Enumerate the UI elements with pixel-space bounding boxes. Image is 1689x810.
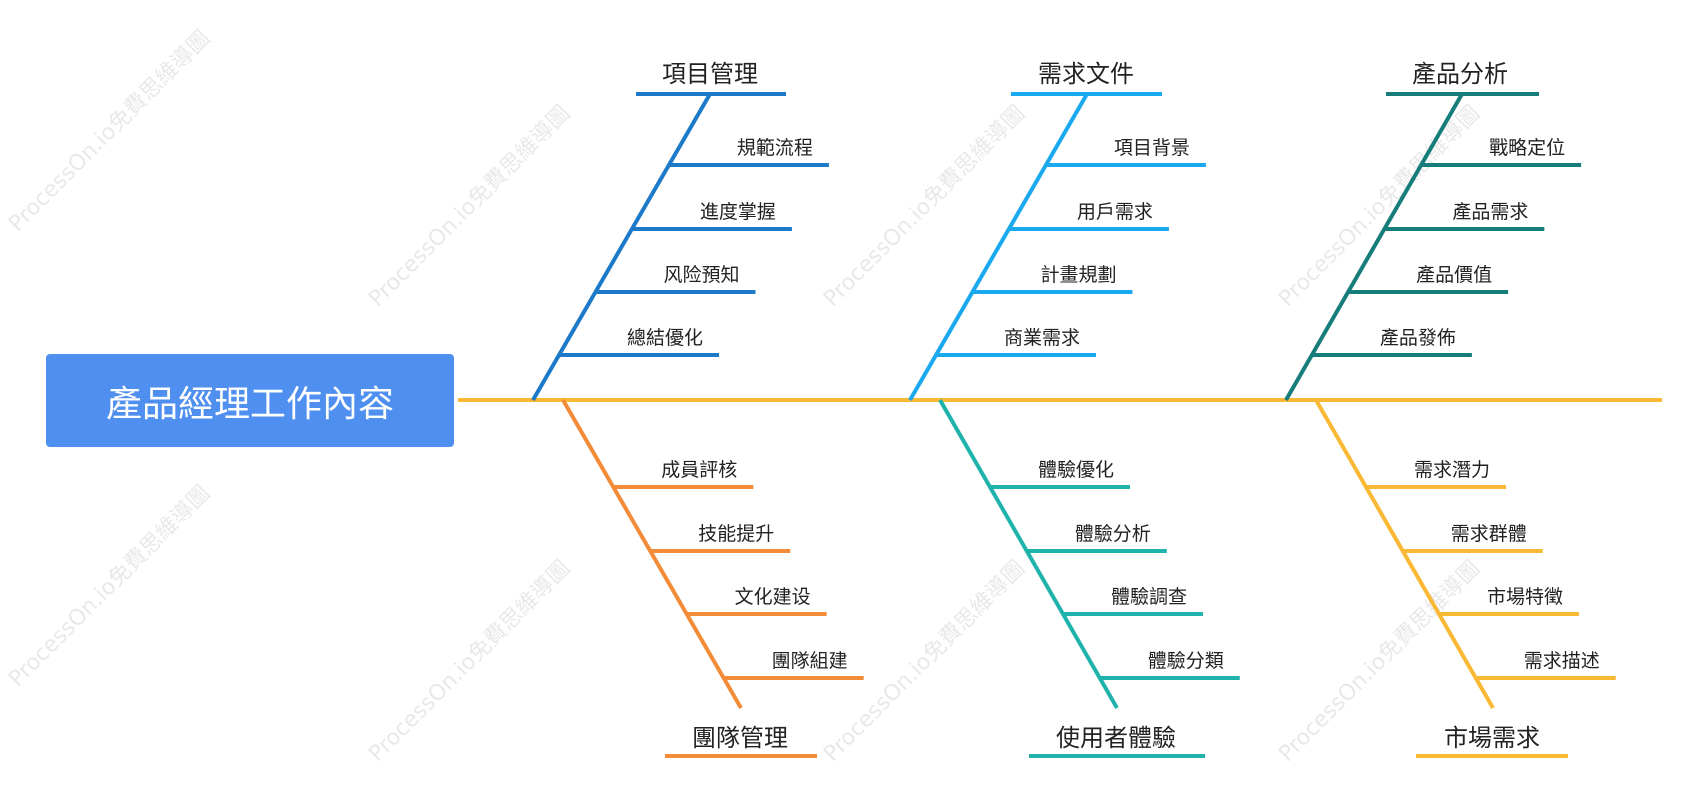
branch-label-requirements[interactable]: 項目背景 [1113,137,1190,159]
branch-label-team[interactable]: 文化建设 [734,586,811,608]
branch-label-team[interactable]: 成員評核 [661,459,738,481]
branch-label-ux[interactable]: 體驗調查 [1110,586,1187,608]
category-label-ux[interactable]: 使用者體驗 [1056,724,1176,752]
category-label-team[interactable]: 團隊管理 [692,724,788,752]
branch-label-analysis[interactable]: 戰略定位 [1489,137,1566,159]
bone-project [531,92,712,402]
root-topic-label: 產品經理工作內容 [105,383,394,425]
branch-label-team[interactable]: 團隊組建 [771,650,848,672]
category-label-market[interactable]: 市場需求 [1444,724,1540,752]
category-label-project[interactable]: 項目管理 [662,60,758,88]
branch-label-ux[interactable]: 體驗分析 [1074,523,1151,545]
branch-label-ux[interactable]: 體驗優化 [1037,459,1114,481]
branch-label-project[interactable]: 风险預知 [663,264,740,286]
bone-requirements [908,92,1089,402]
bone-analysis [1284,93,1464,401]
branch-label-analysis[interactable]: 產品發佈 [1379,327,1456,349]
branch-label-team[interactable]: 技能提升 [698,523,775,545]
branch-label-analysis[interactable]: 產品價值 [1416,264,1493,286]
branch-label-project[interactable]: 總結優化 [627,327,704,349]
branch-label-requirements[interactable]: 用戶需求 [1076,201,1153,223]
category-label-requirements[interactable]: 需求文件 [1038,60,1134,88]
bone-team [561,398,743,710]
branch-label-market[interactable]: 需求潛力 [1413,459,1490,481]
category-label-analysis[interactable]: 產品分析 [1412,60,1508,88]
bone-market [1314,399,1495,709]
branch-label-analysis[interactable]: 產品需求 [1452,201,1529,223]
branch-label-project[interactable]: 規範流程 [736,137,813,159]
bone-ux [938,399,1119,709]
root-topic[interactable]: 產品經理工作內容 [46,354,454,447]
branch-label-market[interactable]: 市場特徵 [1486,586,1563,608]
branch-label-project[interactable]: 進度掌握 [699,201,776,223]
branch-label-requirements[interactable]: 商業需求 [1004,327,1081,349]
branch-label-ux[interactable]: 體驗分類 [1147,650,1224,672]
branch-label-requirements[interactable]: 計畫規劃 [1040,264,1117,286]
branch-label-market[interactable]: 需求群體 [1450,523,1527,545]
branch-label-market[interactable]: 需求描述 [1523,650,1600,672]
